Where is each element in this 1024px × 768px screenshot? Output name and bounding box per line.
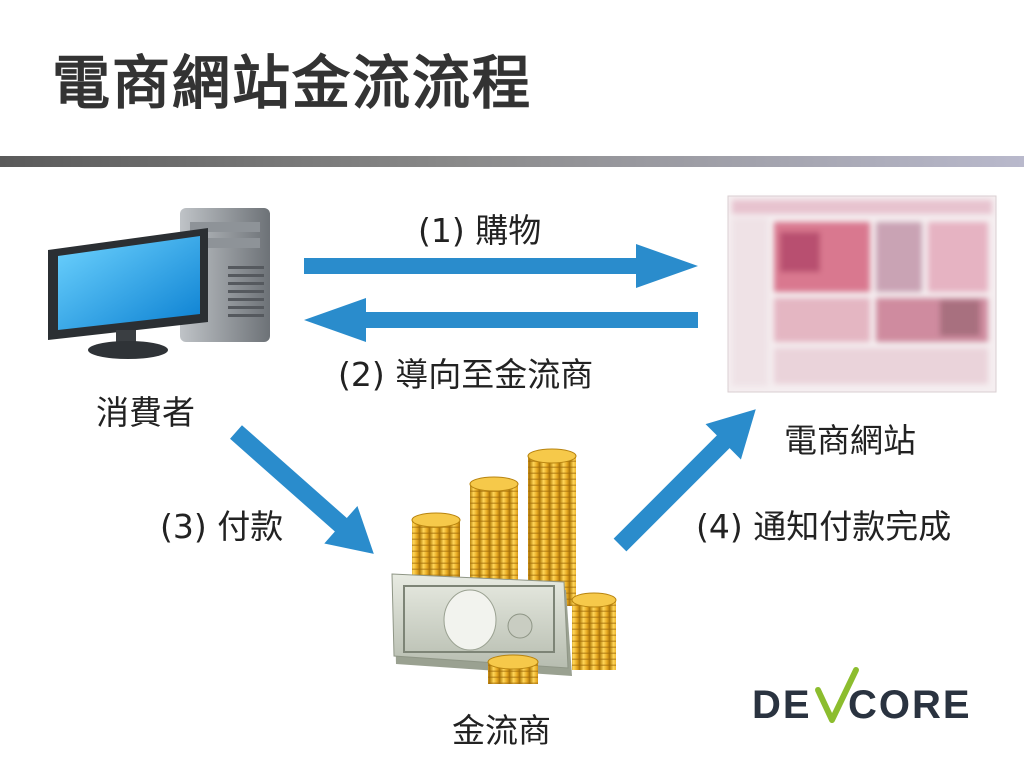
node-label-ecommerce: 電商網站 (784, 414, 916, 462)
node-label-consumer: 消費者 (96, 386, 195, 434)
step-label-4: (4) 通知付款完成 (696, 500, 951, 548)
computer-icon (48, 208, 270, 359)
step-label-1: (1) 購物 (418, 204, 541, 252)
arrow-step-3 (219, 413, 390, 572)
step-label-2: (2) 導向至金流商 (338, 348, 593, 396)
step-label-3: (3) 付款 (160, 500, 283, 548)
website-screenshot (728, 196, 996, 392)
devcore-logo: DE CORE (752, 664, 972, 728)
svg-text:CORE: CORE (848, 683, 972, 727)
svg-text:DE: DE (752, 683, 812, 727)
arrow-step-2 (304, 298, 698, 342)
money-icon (392, 449, 616, 684)
node-label-payment-gateway: 金流商 (452, 704, 551, 752)
